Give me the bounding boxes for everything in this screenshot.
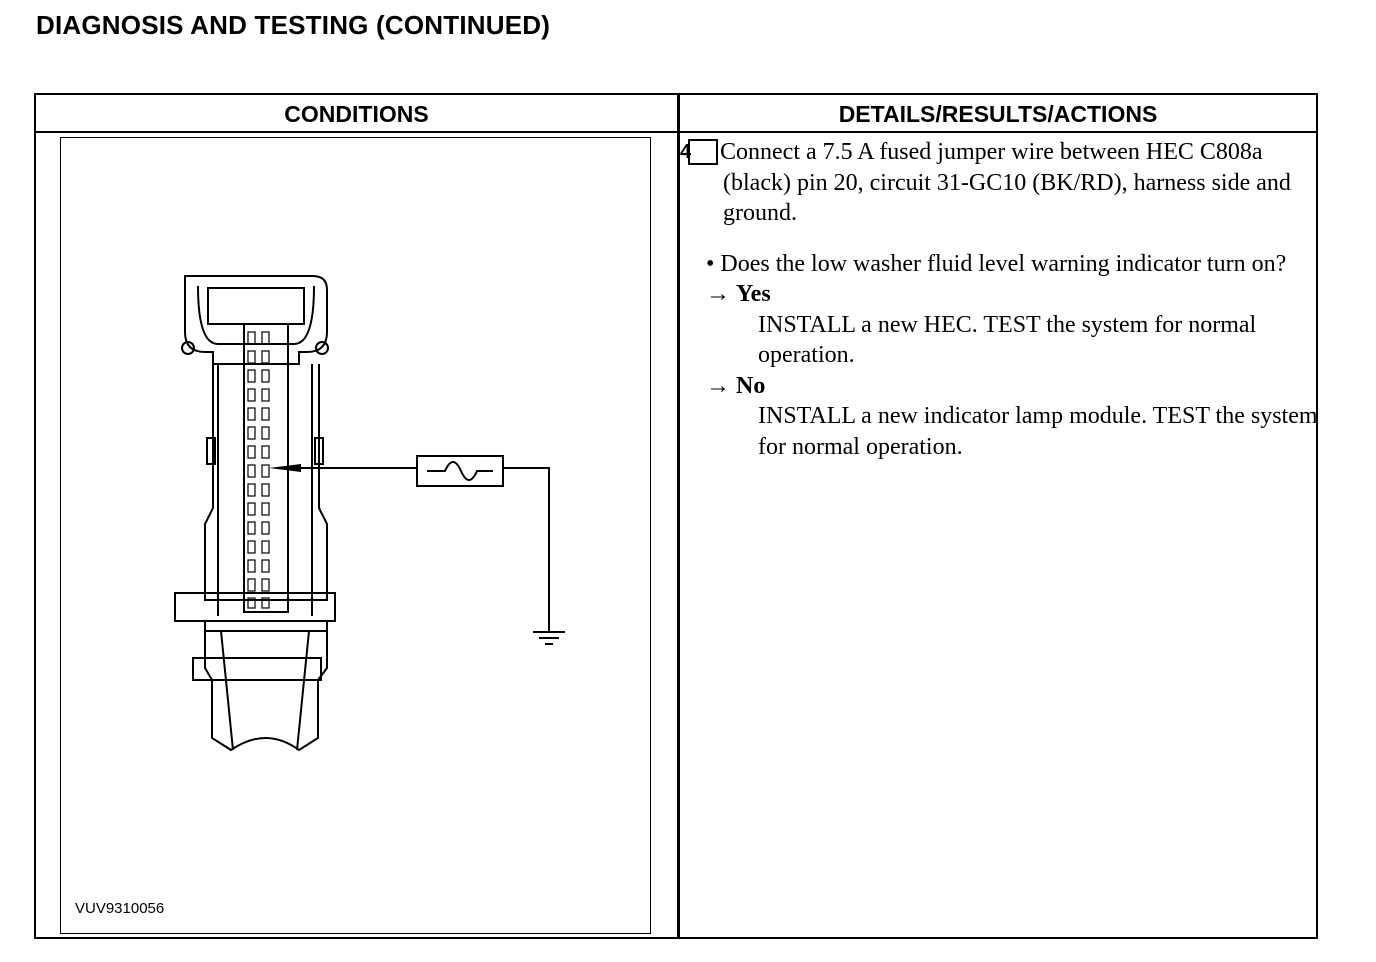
answer-yes-line: → Yes: [706, 279, 1318, 310]
answer-no-line: → No: [706, 371, 1318, 402]
answer-no-label: No: [736, 372, 766, 399]
lower-collar: [204, 620, 328, 632]
answer-no-action: INSTALL a new indicator lamp module. TES…: [758, 403, 1318, 460]
boot-line-right: [296, 630, 310, 751]
arrow-icon: →: [706, 281, 730, 307]
fuse-element: [427, 461, 493, 481]
answer-yes: → Yes INSTALL a new HEC. TEST the system…: [688, 279, 1318, 371]
details-header: DETAILS/RESULTS/ACTIONS: [838, 101, 1158, 127]
cable-boot: [204, 631, 328, 752]
answer-no: → No INSTALL a new indicator lamp module…: [688, 371, 1318, 463]
test-question: • Does the low washer fluid level warnin…: [706, 250, 1287, 277]
ground-symbol: [533, 631, 565, 645]
boot-line-left: [220, 630, 234, 751]
probe-tip: [269, 464, 301, 472]
connector-top-bar: [207, 287, 305, 325]
column-divider: [677, 95, 680, 937]
arrow-icon: →: [706, 372, 730, 399]
step-number: 4: [680, 139, 718, 165]
mount-hole-left: [181, 341, 195, 355]
fuse-body: [416, 455, 504, 487]
pin-cells: [247, 331, 270, 609]
figure-code: VUV9310056: [75, 900, 165, 917]
table-header-row: [36, 95, 1316, 133]
mount-hole-right: [315, 341, 329, 355]
page-title: DIAGNOSIS AND TESTING (CONTINUED): [36, 10, 551, 40]
step-text: Connect a 7.5 A fused jumper wire betwee…: [720, 139, 1291, 226]
latch-right: [314, 437, 324, 465]
connector-hood-inner: [197, 285, 315, 345]
latch-left: [206, 437, 216, 465]
conditions-figure: VUV9310056: [60, 137, 651, 934]
answer-yes-action: INSTALL a new HEC. TEST the system for n…: [758, 311, 1257, 369]
connector-body: [204, 364, 328, 601]
connector-diagram: [174, 275, 565, 752]
diagnosis-table: CONDITIONS DETAILS/RESULTS/ACTIONS: [34, 93, 1318, 939]
answer-yes-label: Yes: [736, 281, 771, 307]
conditions-header: CONDITIONS: [284, 101, 429, 127]
connector-hood: [184, 275, 328, 365]
boot-band: [192, 657, 322, 681]
ground-wire: [503, 467, 550, 632]
